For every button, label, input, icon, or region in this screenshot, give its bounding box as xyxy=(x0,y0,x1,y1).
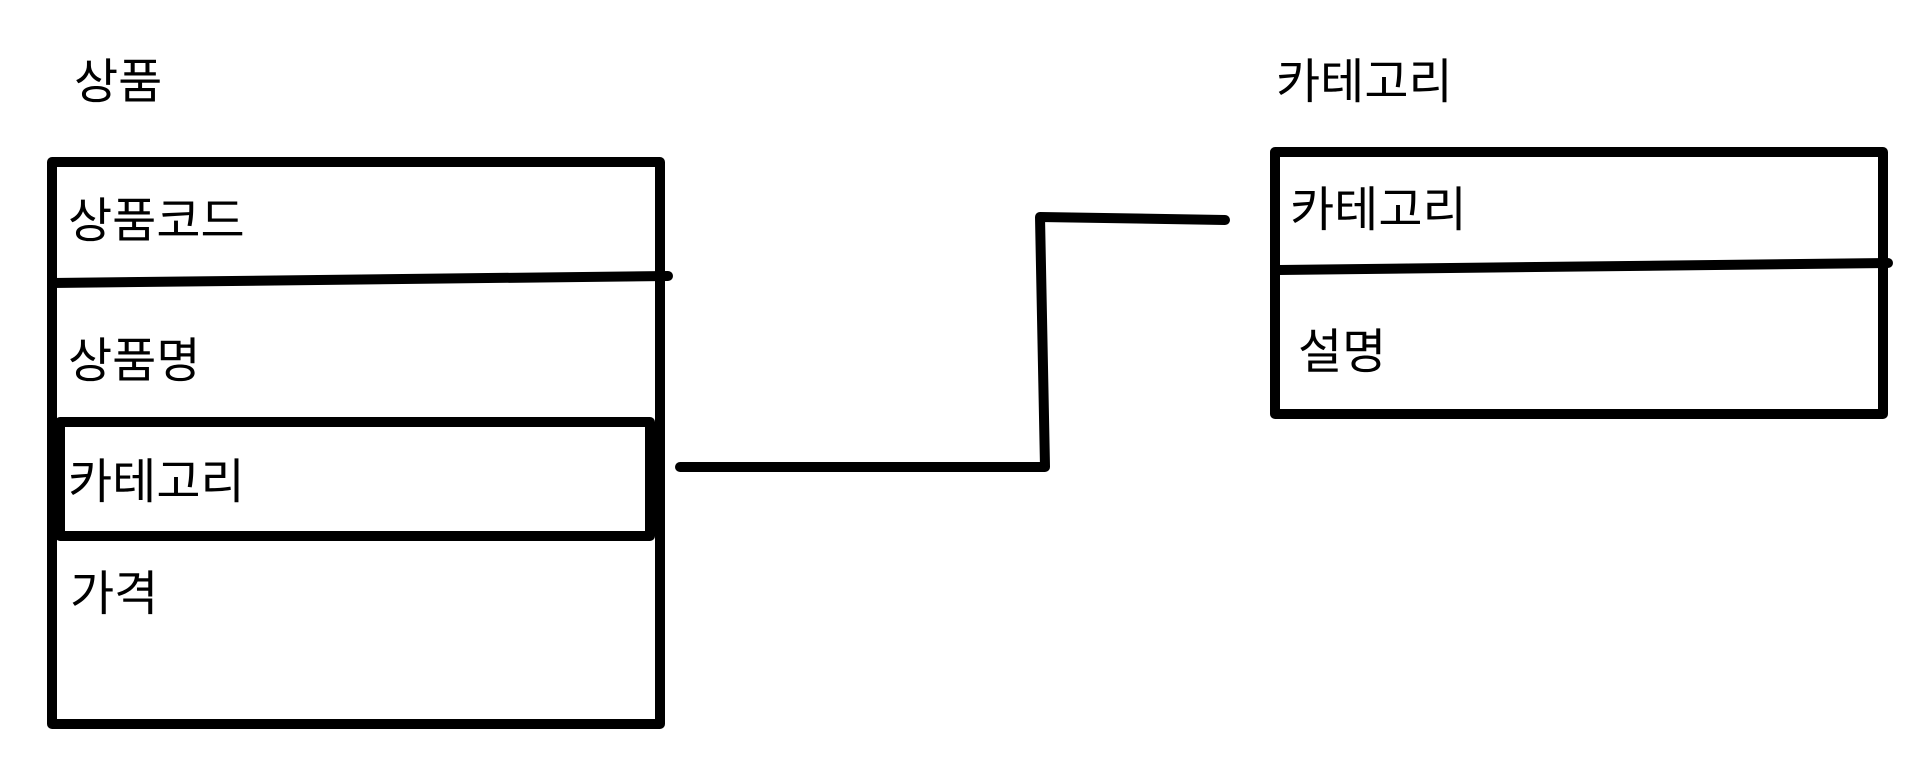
relationship-connector xyxy=(675,212,1230,472)
category-field-description: 설명 xyxy=(1298,324,1387,380)
product-table-title: 상품 xyxy=(74,54,163,110)
product-table-box xyxy=(47,157,665,729)
product-field-name: 상품명 xyxy=(68,333,201,389)
category-table-box xyxy=(1270,147,1888,419)
product-category-row-box xyxy=(55,417,655,541)
product-field-code: 상품코드 xyxy=(68,193,245,249)
category-row-divider xyxy=(1274,258,1893,275)
category-field-category: 카테고리 xyxy=(1290,182,1467,238)
product-field-price: 가격 xyxy=(70,566,159,622)
category-table-title: 카테고리 xyxy=(1276,54,1453,110)
product-row-divider xyxy=(47,271,673,288)
product-field-category: 카테고리 xyxy=(68,454,245,510)
